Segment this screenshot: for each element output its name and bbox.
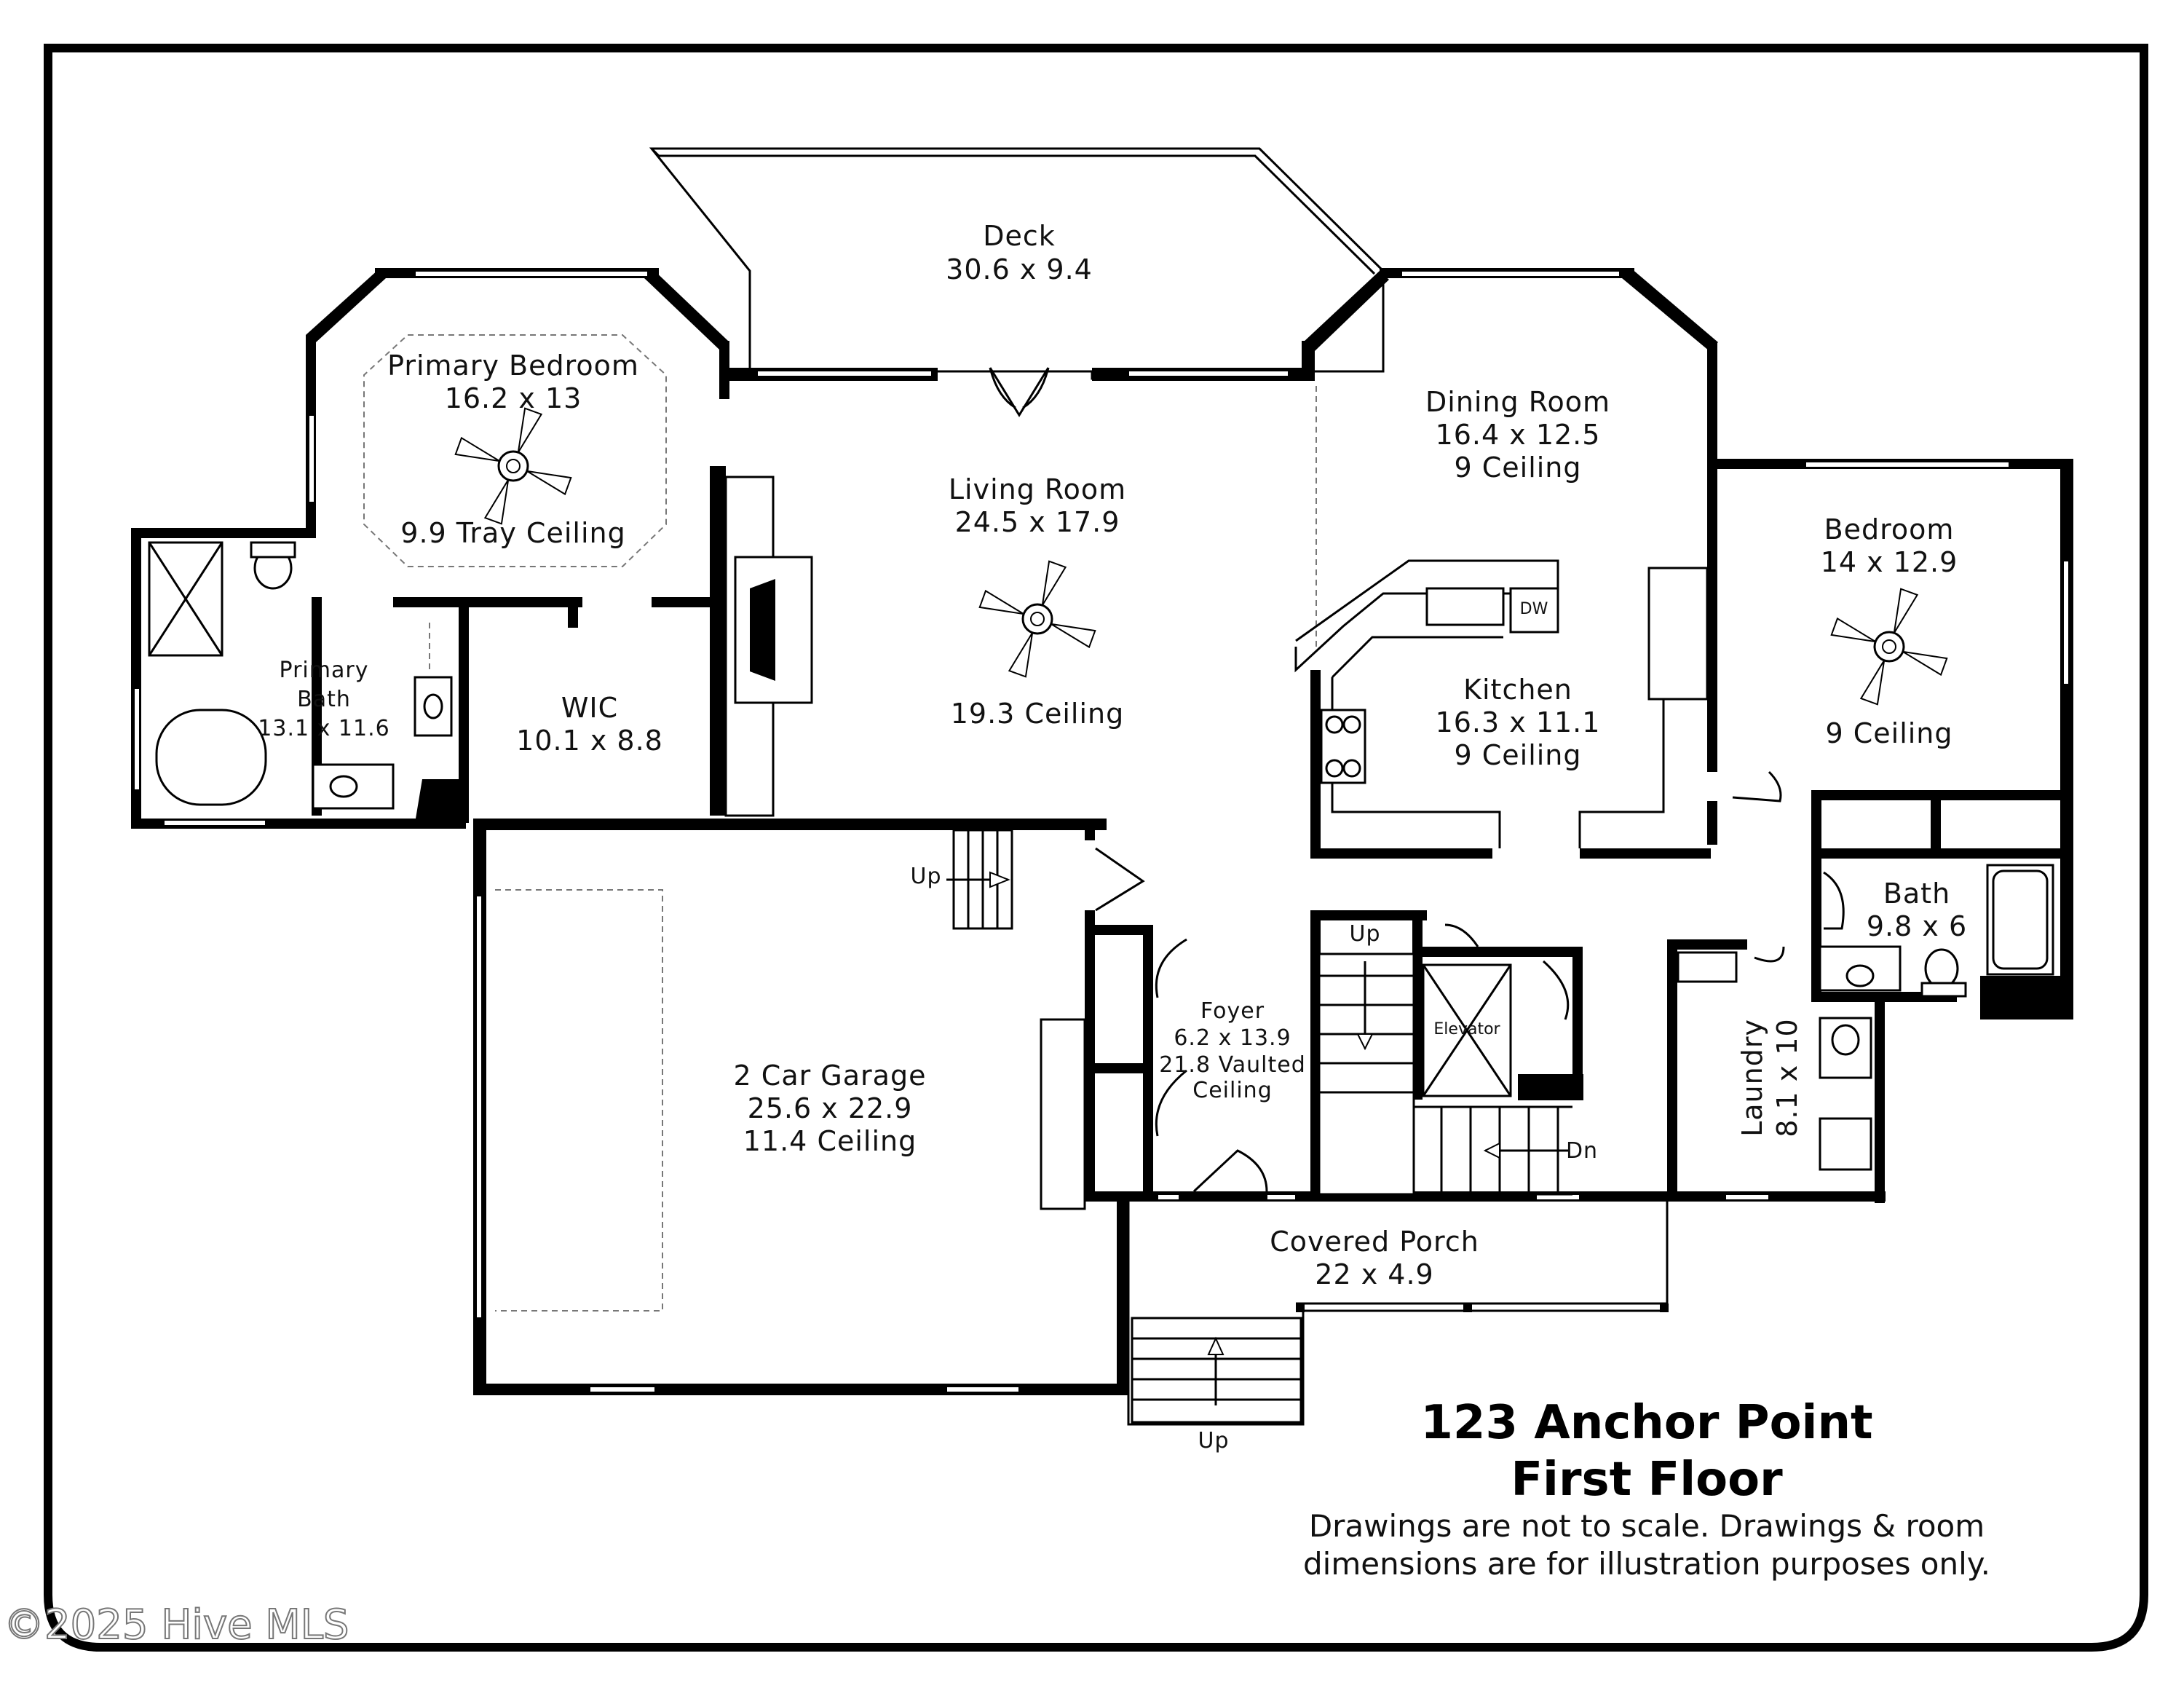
foyer-ceiling: 21.8 Vaulted [1159, 1052, 1306, 1078]
primary-bedroom-dims: 16.2 x 13 [445, 382, 582, 414]
laundry-dims: 8.1 x 10 [1771, 1018, 1803, 1137]
dining-room-ceiling: 9 Ceiling [1454, 451, 1581, 484]
porch-dims: 22 x 4.9 [1315, 1258, 1433, 1290]
bedroom-ceiling: 9 Ceiling [1825, 717, 1952, 749]
porch-label: Covered Porch [1270, 1226, 1479, 1258]
foyer-label: Foyer [1200, 998, 1265, 1024]
disclaimer-line-1: Drawings are not to scale. Drawings & ro… [1309, 1508, 1985, 1544]
garage-label: 2 Car Garage [734, 1060, 927, 1092]
wic-dims: 10.1 x 8.8 [516, 725, 663, 757]
page-frame [44, 44, 2148, 1652]
main-stairs-up: Up [1349, 921, 1380, 947]
fireplace [724, 476, 813, 817]
main-stairs [1318, 953, 1572, 1196]
dining-room-dims: 16.4 x 12.5 [1436, 419, 1601, 451]
windows [133, 270, 2070, 1393]
ceiling-fan-icon [454, 407, 572, 525]
primary-bedroom-label: Primary Bedroom [387, 350, 639, 382]
deck-dims: 30.6 x 9.4 [946, 253, 1093, 285]
living-room-ceiling: 19.3 Ceiling [951, 698, 1124, 730]
plan-address: 123 Anchor Point [1420, 1396, 1872, 1450]
living-room-dims: 24.5 x 17.9 [955, 506, 1120, 538]
bath-fixtures [148, 541, 2054, 1171]
watermark: ©2025 Hive MLS [4, 1601, 349, 1649]
plan-floor: First Floor [1511, 1453, 1783, 1507]
bedroom-dims: 14 x 12.9 [1821, 546, 1958, 578]
primary-bedroom-ceiling: 9.9 Tray Ceiling [400, 517, 625, 549]
garage-stairs-up: Up [910, 864, 941, 889]
doors [989, 367, 1845, 1193]
bath-dims: 9.8 x 6 [1867, 910, 1967, 942]
living-room-label: Living Room [949, 473, 1126, 505]
bedroom-label: Bedroom [1824, 513, 1955, 545]
bath-label: Bath [1883, 877, 1950, 910]
primary-bath-label: Primary [280, 658, 369, 683]
laundry-label: Laundry [1736, 1019, 1768, 1137]
elevator-label: Elevator [1433, 1020, 1500, 1038]
foyer-ceiling-2: Ceiling [1192, 1078, 1272, 1103]
elevator [1422, 963, 1512, 1097]
wic-label: WIC [561, 692, 618, 724]
ceiling-fan-icon [1830, 588, 1948, 706]
foyer-dims: 6.2 x 13.9 [1174, 1025, 1291, 1051]
ceiling-fan-icon [978, 560, 1096, 678]
kitchen-label: Kitchen [1463, 674, 1572, 706]
garage-steps [946, 829, 1013, 930]
primary-bath-label-2: Bath [297, 687, 351, 712]
primary-bath-dims: 13.1 x 11.6 [258, 716, 389, 741]
dishwasher-label: DW [1520, 600, 1548, 618]
garage-ceiling: 11.4 Ceiling [743, 1125, 917, 1157]
porch-stairs-up: Up [1198, 1428, 1229, 1454]
kitchen-counters [1294, 559, 1709, 848]
main-stairs-down: Dn [1566, 1138, 1598, 1164]
dining-room-label: Dining Room [1425, 386, 1610, 418]
walls [131, 268, 2073, 1395]
garage-dims: 25.6 x 22.9 [748, 1092, 913, 1124]
disclaimer-line-2: dimensions are for illustration purposes… [1303, 1546, 1990, 1582]
kitchen-dims: 16.3 x 11.1 [1436, 706, 1601, 738]
porch-steps [1131, 1317, 1302, 1424]
kitchen-ceiling: 9 Ceiling [1454, 739, 1581, 771]
deck-label: Deck [983, 220, 1056, 252]
